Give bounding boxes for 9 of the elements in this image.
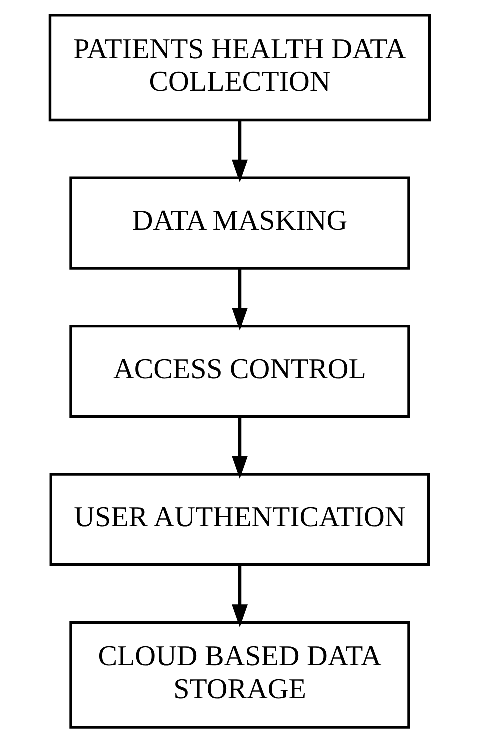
node-box: DATA MASKING: [70, 176, 410, 270]
arrow: [232, 268, 248, 331]
arrow: [232, 121, 248, 183]
node-box: PATIENTS HEALTH DATA COLLECTION: [48, 14, 432, 122]
arrow: [232, 565, 248, 628]
node-box: ACCESS CONTROL: [70, 324, 410, 418]
node-box: CLOUD BASED DATA STORAGE: [70, 621, 410, 729]
node-box: USER AUTHENTICATION: [50, 473, 430, 566]
arrow: [232, 416, 248, 479]
